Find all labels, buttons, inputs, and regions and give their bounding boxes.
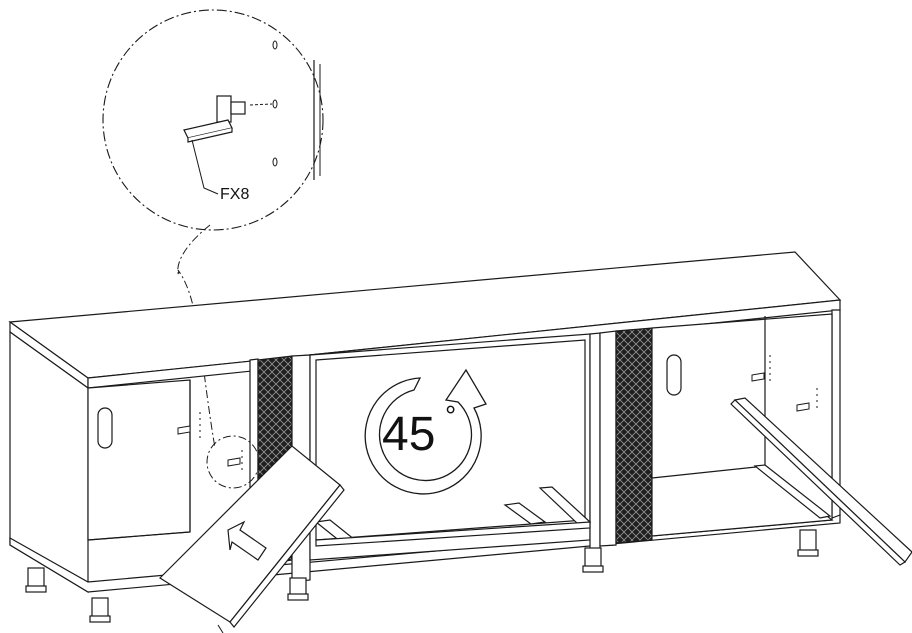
shelf-support-icon: [183, 95, 246, 143]
rotate-arrow-icon: [364, 368, 487, 495]
right-door: [730, 397, 912, 566]
detail-marker-circle: [206, 435, 260, 489]
hole: [272, 99, 278, 109]
right-door-handle: [666, 354, 682, 396]
rotation-value: 45: [382, 408, 435, 461]
left-door-handle: [97, 407, 113, 449]
hole: [272, 40, 278, 50]
rotation-unit: °: [445, 400, 456, 431]
mesh-panel-right: [615, 327, 653, 544]
hole: [272, 157, 278, 167]
part-label-fx8: FX8: [220, 186, 249, 203]
left-door: [159, 445, 345, 633]
shelf-pins: [177, 355, 818, 470]
callout-leader: [177, 224, 216, 449]
rotation-indicator: 45 °: [364, 368, 487, 495]
detail-circle: [102, 9, 324, 231]
legs: [25, 529, 819, 623]
push-arrow-icon: [227, 520, 267, 561]
detail-callout: FX8: [102, 9, 324, 449]
